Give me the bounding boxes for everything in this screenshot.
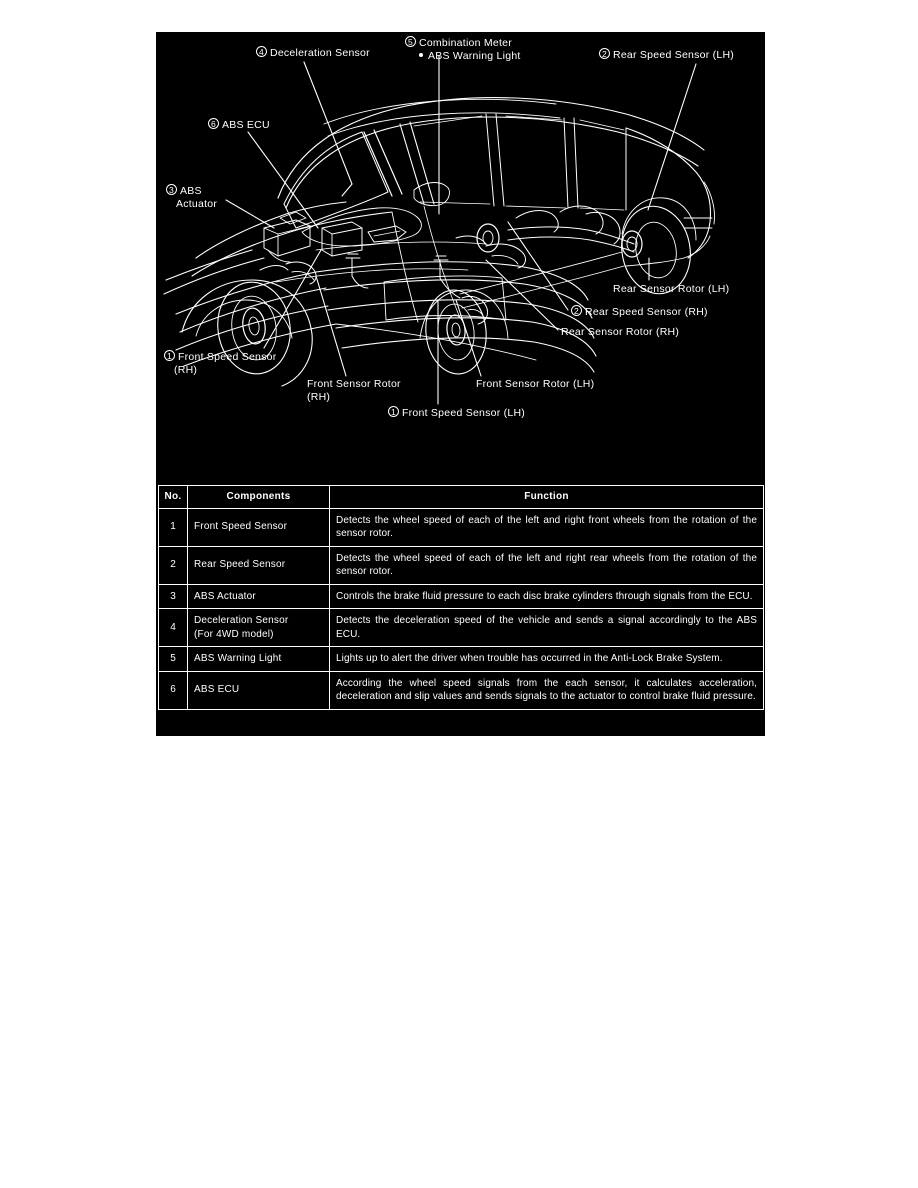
- rear-sensor-rotor-lh-shape: [621, 230, 643, 258]
- callout-text-front-sensor-rotor-rh: Front Sensor Rotor: [307, 378, 401, 390]
- callout-text-deceleration-sensor: Deceleration Sensor: [270, 47, 370, 59]
- cell-component: Rear Speed Sensor: [187, 545, 330, 585]
- callout-number-1-lh: 1: [388, 406, 399, 417]
- callout-text-abs-actuator-line2: Actuator: [176, 197, 218, 210]
- leader-front-speed-sensor-rh: [263, 249, 322, 349]
- table-header-row: No. Components Function: [158, 485, 764, 509]
- callout-front-sensor-rotor-lh: Front Sensor Rotor (LH): [476, 378, 594, 391]
- callout-text-front-speed-sensor-rh: Front Speed Sensor: [178, 351, 277, 363]
- cell-component: Deceleration Sensor (For 4WD model): [187, 608, 330, 647]
- component-function-table: No. Components Function 1 Front Speed Se…: [158, 485, 764, 710]
- callout-text-front-sensor-rotor-lh: Front Sensor Rotor (LH): [476, 378, 595, 390]
- cell-no: 2: [158, 545, 188, 585]
- cell-function: Controls the brake fluid pressure to eac…: [329, 583, 764, 609]
- component-name: ABS Actuator: [194, 590, 256, 602]
- component-name: ABS ECU: [194, 684, 240, 696]
- callout-text-rear-speed-sensor-rh: Rear Speed Sensor (RH): [585, 306, 708, 318]
- cell-no: 4: [158, 608, 188, 647]
- component-name: Deceleration Sensor: [194, 615, 289, 626]
- leader-rear-speed-sensor-lh: [647, 63, 697, 211]
- callout-text-front-speed-sensor-rh-line2: (RH): [174, 363, 198, 376]
- cell-component: ABS Actuator: [187, 583, 330, 609]
- callout-text-abs-warning-light: ABS Warning Light: [428, 49, 521, 62]
- callout-text-combination-meter: Combination Meter: [419, 37, 512, 49]
- cell-no: 3: [158, 583, 188, 609]
- callout-rear-sensor-rotor-lh: Rear Sensor Rotor (LH): [613, 283, 729, 296]
- table-header: No. Components Function: [158, 485, 764, 509]
- cell-function: Lights up to alert the driver when troub…: [329, 646, 764, 672]
- table-row: 3 ABS Actuator Controls the brake fluid …: [158, 583, 764, 609]
- component-name: ABS Warning Light: [194, 653, 282, 664]
- component-name: Rear Speed Sensor: [194, 559, 286, 571]
- leader-deceleration-sensor: [303, 61, 353, 185]
- leader-abs-ecu: [247, 131, 319, 229]
- component-name: Front Speed Sensor: [194, 521, 288, 533]
- cell-function: Detects the wheel speed of each of the l…: [329, 545, 764, 585]
- callout-text-abs-ecu: ABS ECU: [222, 119, 270, 131]
- column-header-components: Components: [187, 485, 330, 509]
- callout-number-6: 6: [208, 118, 219, 129]
- callout-text-front-sensor-rotor-rh-line2: (RH): [307, 390, 331, 403]
- vehicle-diagram: [156, 32, 765, 484]
- vehicle-line-art-svg: [163, 55, 715, 405]
- cell-no: 5: [158, 646, 188, 672]
- cell-function: Detects the wheel speed of each of the l…: [329, 507, 764, 547]
- callout-text-rear-speed-sensor-lh: Rear Speed Sensor (LH): [613, 49, 735, 61]
- front-sensor-rotor-rh-shape: [242, 307, 266, 345]
- cell-no: 6: [158, 670, 188, 710]
- column-header-no: No.: [158, 485, 188, 509]
- callout-text-abs-actuator: ABS: [180, 185, 202, 197]
- callout-text-front-speed-sensor-lh: Front Speed Sensor (LH): [402, 407, 526, 419]
- bullet-icon: [419, 52, 423, 57]
- callout-front-sensor-rotor-rh: Front Sensor Rotor (RH): [307, 378, 401, 403]
- cell-component: ABS Warning Light: [187, 646, 330, 672]
- callout-number-2-lh: 2: [599, 48, 610, 59]
- table-row: 5 ABS Warning Light Lights up to alert t…: [158, 646, 764, 672]
- leader-rear-speed-sensor-rh: [507, 221, 569, 311]
- table-body: 1 Front Speed Sensor Detects the wheel s…: [158, 507, 764, 710]
- cell-function: Detects the deceleration speed of the ve…: [329, 608, 764, 647]
- cell-function: According the wheel speed signals from t…: [329, 670, 764, 710]
- callout-sub-abs-warning-light: ABS Warning Light: [405, 50, 521, 63]
- leader-abs-actuator: [225, 199, 275, 229]
- table-row: 2 Rear Speed Sensor Detects the wheel sp…: [158, 545, 764, 585]
- callout-text-rear-sensor-rotor-rh: Rear Sensor Rotor (RH): [561, 326, 680, 338]
- callout-number-1-rh: 1: [164, 350, 175, 361]
- rear-speed-sensor-rh-shape: [476, 223, 500, 253]
- callout-number-2-rh: 2: [571, 305, 582, 316]
- component-function-table-wrapper: No. Components Function 1 Front Speed Se…: [158, 485, 764, 710]
- front-sensor-rotor-lh-shape: [446, 314, 466, 346]
- cell-no: 1: [158, 507, 188, 547]
- leader-front-sensor-rotor-rh: [315, 275, 347, 377]
- callout-number-5: 5: [405, 36, 416, 47]
- table-row: 1 Front Speed Sensor Detects the wheel s…: [158, 507, 764, 547]
- callout-text-rear-sensor-rotor-lh: Rear Sensor Rotor (LH): [613, 283, 730, 295]
- cell-component: Front Speed Sensor: [187, 507, 330, 547]
- column-header-function: Function: [329, 485, 764, 509]
- cell-component: ABS ECU: [187, 670, 330, 710]
- table-row: 4 Deceleration Sensor (For 4WD model) De…: [158, 608, 764, 647]
- callout-number-4: 4: [256, 46, 267, 57]
- callout-rear-sensor-rotor-rh: Rear Sensor Rotor (RH): [561, 326, 679, 339]
- leader-rear-sensor-rotor-rh: [485, 259, 559, 331]
- callout-number-3: 3: [166, 184, 177, 195]
- table-row: 6 ABS ECU According the wheel speed sign…: [158, 670, 764, 710]
- component-name-sub: (For 4WD model): [194, 628, 274, 640]
